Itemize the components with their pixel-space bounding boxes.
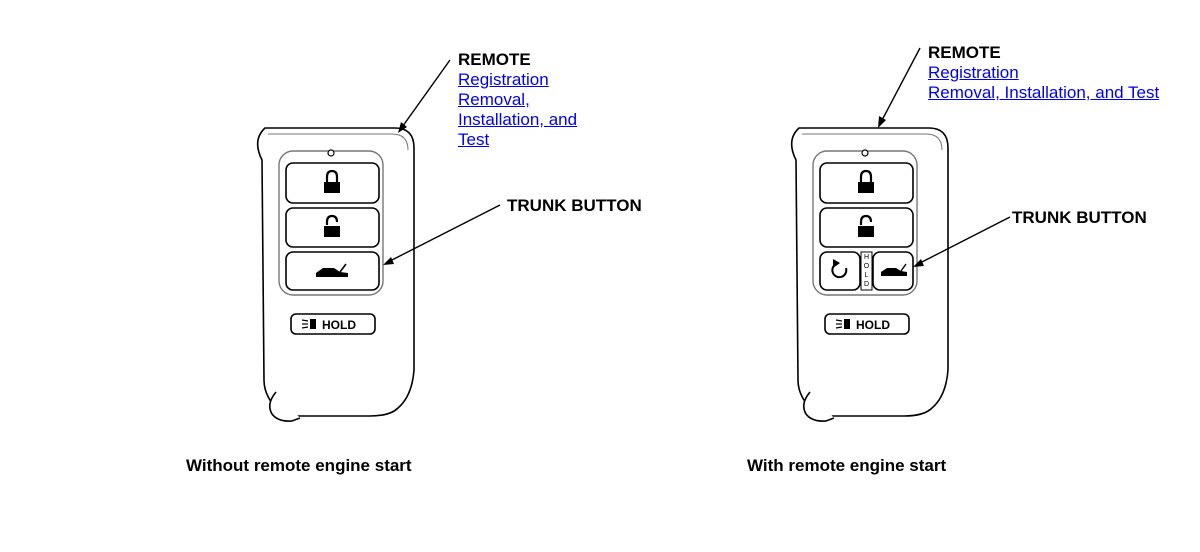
removal-installation-test-link[interactable]: Removal, Installation, and Test [928, 83, 1160, 102]
trunk-button[interactable] [872, 251, 914, 291]
lock-icon [858, 169, 874, 193]
status-led [327, 149, 335, 157]
unlock-icon [324, 214, 340, 237]
trunk-button-label: TRUNK BUTTON [507, 196, 642, 215]
light-icon [835, 319, 850, 329]
key-fob-illustration: HOLD [256, 59, 501, 422]
remote-callout: REMOTE Registration Removal, Installatio… [458, 50, 600, 150]
lock-button[interactable] [285, 162, 380, 204]
panic-hold-button[interactable]: HOLD [290, 313, 376, 335]
lock-icon [324, 169, 340, 193]
remote-callout: REMOTE Registration Removal, Installatio… [928, 43, 1159, 103]
fob-diagram-with-remote-start: H O L D HOLD REMO [600, 0, 1200, 552]
trunk-arrowhead [383, 257, 394, 265]
trunk-car-icon [316, 263, 348, 277]
caption-without-remote-start: Without remote engine start [186, 456, 412, 475]
fob-diagram-without-remote-start: HOLD REMOTE Registration Removal, Instal… [186, 50, 642, 475]
svg-text:O: O [864, 263, 870, 270]
trunk-button-label: TRUNK BUTTON [1012, 208, 1147, 227]
trunk-leader-line [387, 204, 501, 263]
remote-start-button[interactable] [819, 251, 861, 291]
unlock-button[interactable] [285, 207, 380, 248]
trunk-leader-line [917, 216, 1011, 265]
remote-arrowhead [398, 122, 407, 133]
trunk-button[interactable] [285, 251, 380, 291]
vertical-hold-label: H [864, 254, 869, 261]
remote-leader-line [399, 59, 451, 131]
trunk-car-icon [881, 263, 907, 276]
registration-link[interactable]: Registration [458, 70, 549, 89]
remote-start-hold-indicator: H O L D [860, 251, 873, 291]
trunk-arrowhead [913, 259, 924, 267]
svg-text:L: L [865, 272, 869, 279]
lock-button[interactable] [819, 162, 914, 204]
remote-arrowhead [878, 116, 886, 128]
remote-title: REMOTE [458, 50, 531, 69]
removal-installation-test-link[interactable]: Removal, Installation, and Test [458, 90, 578, 149]
key-blade [268, 391, 301, 422]
unlock-button[interactable] [819, 207, 914, 248]
key-fob-illustration: H O L D HOLD [790, 47, 1011, 422]
remote-leader-line [879, 47, 921, 125]
remote-title: REMOTE [928, 43, 1001, 62]
hold-label: HOLD [856, 318, 890, 332]
remote-start-icon [831, 259, 848, 279]
status-led [861, 149, 869, 157]
hold-label: HOLD [322, 318, 356, 332]
light-icon [301, 319, 316, 329]
panic-hold-button[interactable]: HOLD [824, 313, 910, 335]
registration-link[interactable]: Registration [928, 63, 1019, 82]
svg-text:D: D [864, 281, 869, 288]
unlock-icon [858, 214, 874, 237]
caption-with-remote-start: With remote engine start [747, 456, 947, 475]
key-blade [802, 391, 835, 422]
